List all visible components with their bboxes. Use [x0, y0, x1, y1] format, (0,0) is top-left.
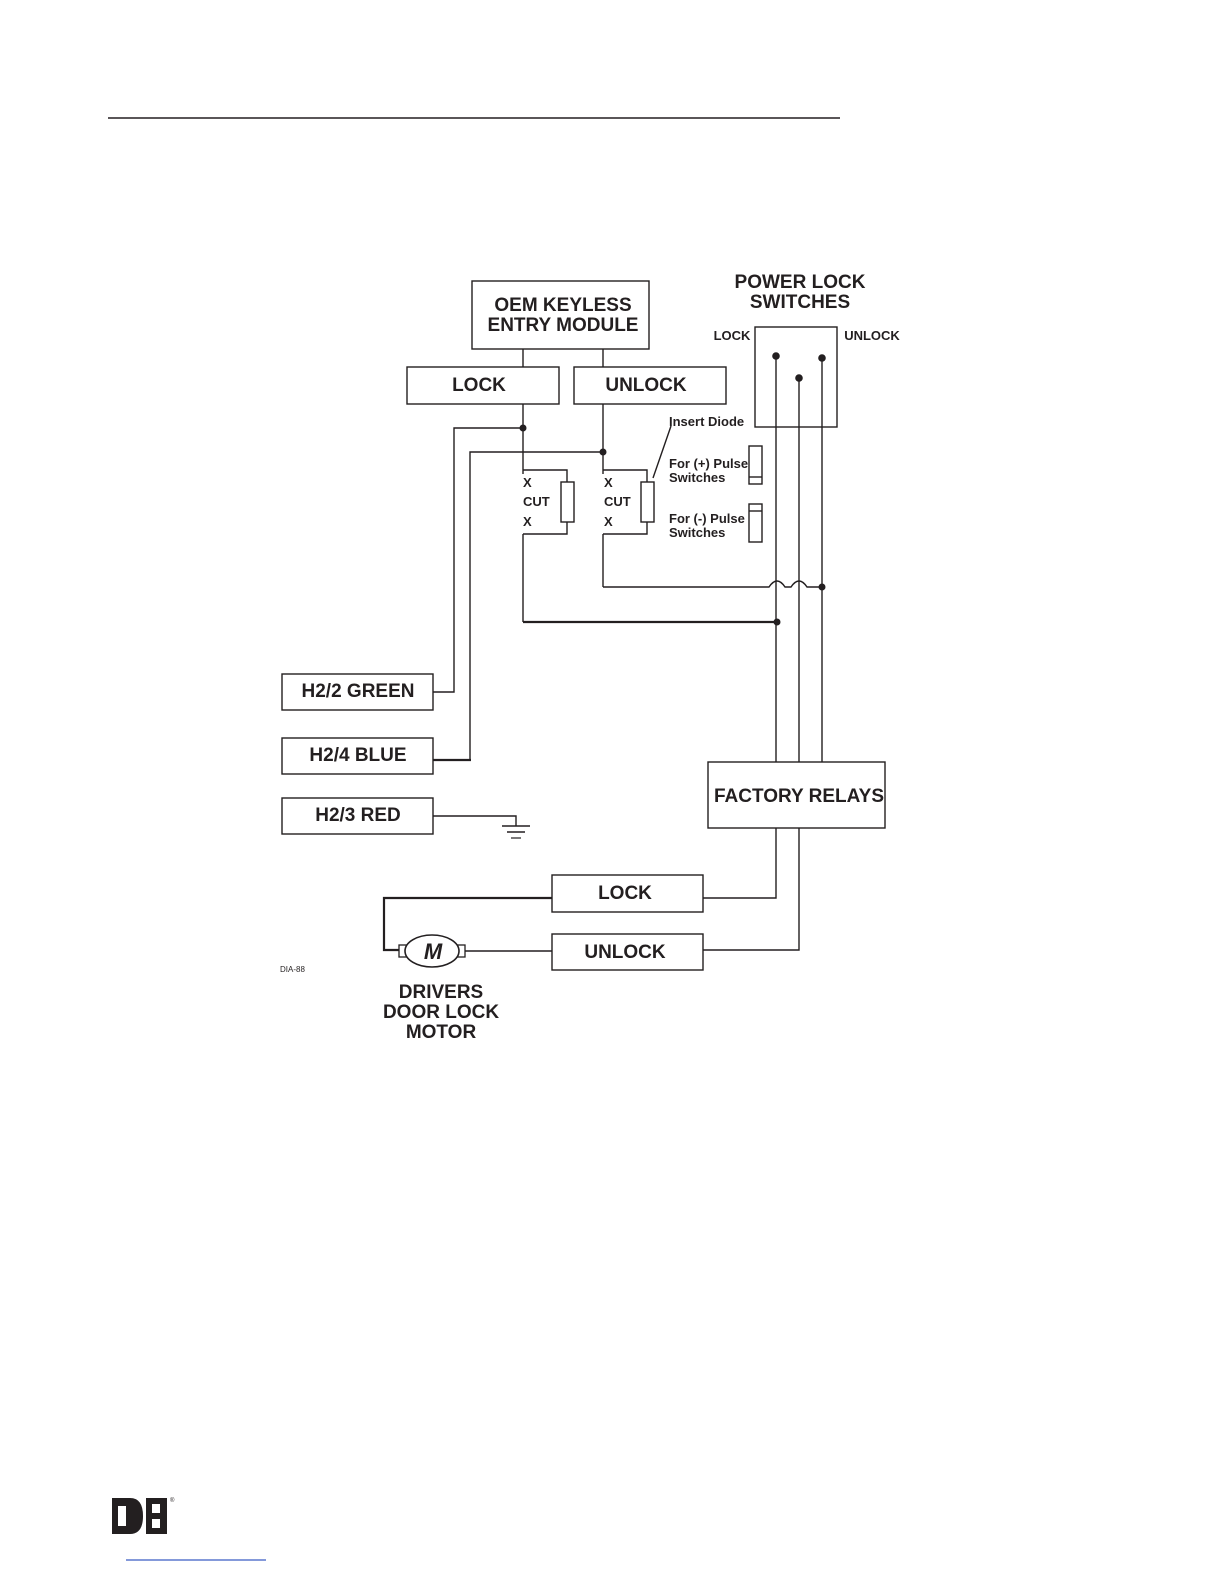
unlock-diode [641, 482, 654, 522]
unlock-bottom-label: UNLOCK [584, 942, 666, 963]
lock-bottom-label: LOCK [598, 883, 652, 904]
h2-4-blue-label: H2/4 BLUE [309, 745, 406, 766]
dei-logo [112, 1498, 167, 1534]
lock-cut-x-bottom: X [523, 514, 532, 529]
unlock-cut-x-bottom: X [604, 514, 613, 529]
oem-module-label-1: OEM KEYLESS [494, 295, 631, 316]
motor-symbol: M [424, 939, 443, 964]
neg-pulse-diode-icon [749, 504, 762, 542]
unlock-cut-label: CUT [604, 494, 631, 509]
logo-text: DEI [140, 1545, 142, 1547]
factory-relays-label: FACTORY RELAYS [714, 786, 884, 807]
red-wire [433, 816, 516, 826]
pos-pulse-note-1: For (+) Pulse [669, 456, 748, 471]
unlock-top-label: UNLOCK [605, 375, 687, 396]
lock-cut-x-top: X [523, 475, 532, 490]
motor-label-3: MOTOR [406, 1022, 477, 1043]
lock-top-label: LOCK [452, 375, 506, 396]
motor-label-2: DOOR LOCK [383, 1002, 499, 1023]
relay-unlock-wire [703, 828, 799, 950]
power-lock-title-1: POWER LOCK [735, 272, 866, 293]
diagram-id: DIA-88 [280, 965, 305, 974]
pos-pulse-diode-icon [749, 446, 762, 484]
oem-module-label-2: ENTRY MODULE [488, 315, 639, 336]
unlock-wire-path [603, 404, 822, 587]
ground-icon [502, 826, 530, 838]
neg-pulse-note-1: For (-) Pulse [669, 511, 745, 526]
lock-cut-label: CUT [523, 494, 550, 509]
pos-pulse-note-2: Switches [669, 470, 725, 485]
power-lock-title-2: SWITCHES [750, 292, 850, 313]
h2-3-red-label: H2/3 RED [315, 805, 401, 826]
lock-diode [561, 482, 574, 522]
motor-label-1: DRIVERS [399, 982, 483, 1003]
switch-unlock-label: UNLOCK [844, 328, 900, 343]
h2-2-green-label: H2/2 GREEN [302, 681, 415, 702]
unlock-cut-x-top: X [604, 475, 613, 490]
insert-diode-note: Insert Diode [669, 414, 744, 429]
registered-mark: ® [170, 1497, 175, 1504]
relay-lock-wire [703, 828, 776, 898]
green-wire [433, 428, 523, 692]
switch-lock-label: LOCK [714, 328, 751, 343]
neg-pulse-note-2: Switches [669, 525, 725, 540]
